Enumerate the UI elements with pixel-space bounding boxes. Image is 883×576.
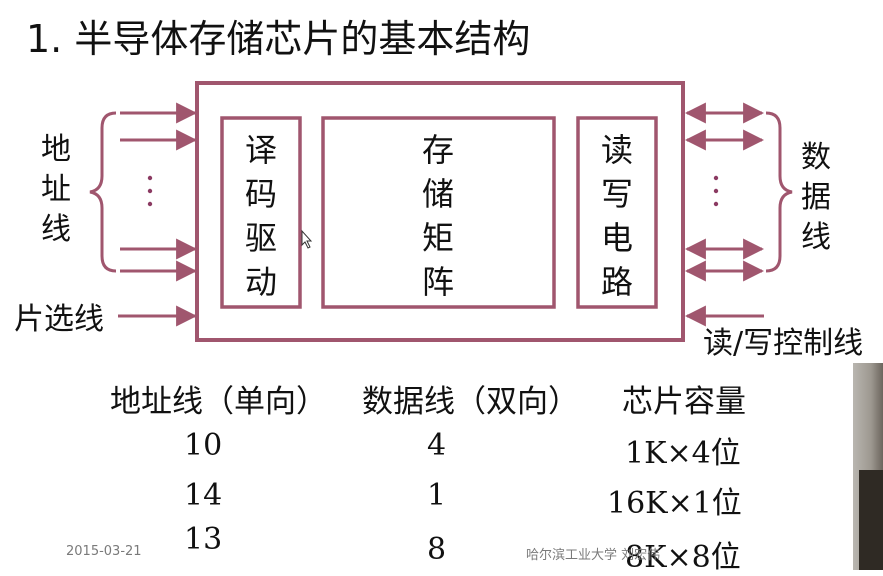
matrix-char: 储 [421,175,454,213]
decoder-char: 码 [244,175,277,213]
address-label-char: 线 [41,212,71,247]
mouse-cursor-icon [301,229,313,249]
table-cell: 16K×1位 [607,486,742,521]
table-cell: 14 [184,478,223,513]
rw-control-label: 读/写控制线 [703,326,864,361]
matrix-block [321,116,556,309]
decoder-block [220,116,302,309]
rw-circuit-label: 读 写 电 路 [595,128,639,304]
table-cell: 1K×4位 [625,436,741,471]
data-line-arrows [684,102,765,327]
page-title: 1. 半导体存储芯片的基本结构 [26,17,531,61]
rw-circuit-char: 路 [600,263,633,301]
rw-circuit-char: 读 [600,131,633,169]
data-label-char: 线 [801,220,831,255]
address-line-arrows [118,102,198,327]
table-header-capacity: 芯片容量 [622,384,746,420]
footer-org: 哈尔滨工业大学 刘宏伟 [526,548,661,563]
table-header-data: 数据线（双向） [362,384,579,420]
table-cell: 8K×8位 [625,540,741,575]
table-cell: 8 [427,532,447,567]
table-cell: 4 [427,428,447,463]
footer-date: 2015-03-21 [66,544,142,559]
rw-circuit-char: 电 [600,219,633,257]
address-label-char: 址 [41,172,71,207]
rw-circuit-block [576,116,658,309]
table-cell: 10 [184,428,223,463]
data-brace [765,111,793,273]
data-ellipsis [713,175,719,207]
chip-structure-diagram [89,81,793,342]
data-line-label: 数 据 线 [796,138,836,258]
matrix-char: 存 [421,131,454,169]
address-label-char: 地 [41,132,71,167]
chip-outline [195,81,685,342]
decoder-char: 动 [244,263,277,301]
table-header-address: 地址线（单向） [110,384,327,420]
table-cell: 1 [427,478,447,513]
matrix-char: 阵 [421,263,454,301]
rw-circuit-char: 写 [600,175,633,213]
address-ellipsis [147,175,153,207]
decoder-char: 译 [244,131,277,169]
address-line-label: 地 址 线 [36,130,76,250]
video-thumbnail-shadow [859,470,883,570]
address-brace [89,111,117,273]
decoder-label: 译 码 驱 动 [239,128,283,304]
decoder-char: 驱 [244,219,277,257]
data-label-char: 数 [801,140,831,175]
chip-select-label: 片选线 [14,302,104,337]
table-cell: 13 [184,522,223,557]
matrix-char: 矩 [421,219,454,257]
data-label-char: 据 [801,180,831,215]
matrix-label: 存 储 矩 阵 [416,128,460,304]
